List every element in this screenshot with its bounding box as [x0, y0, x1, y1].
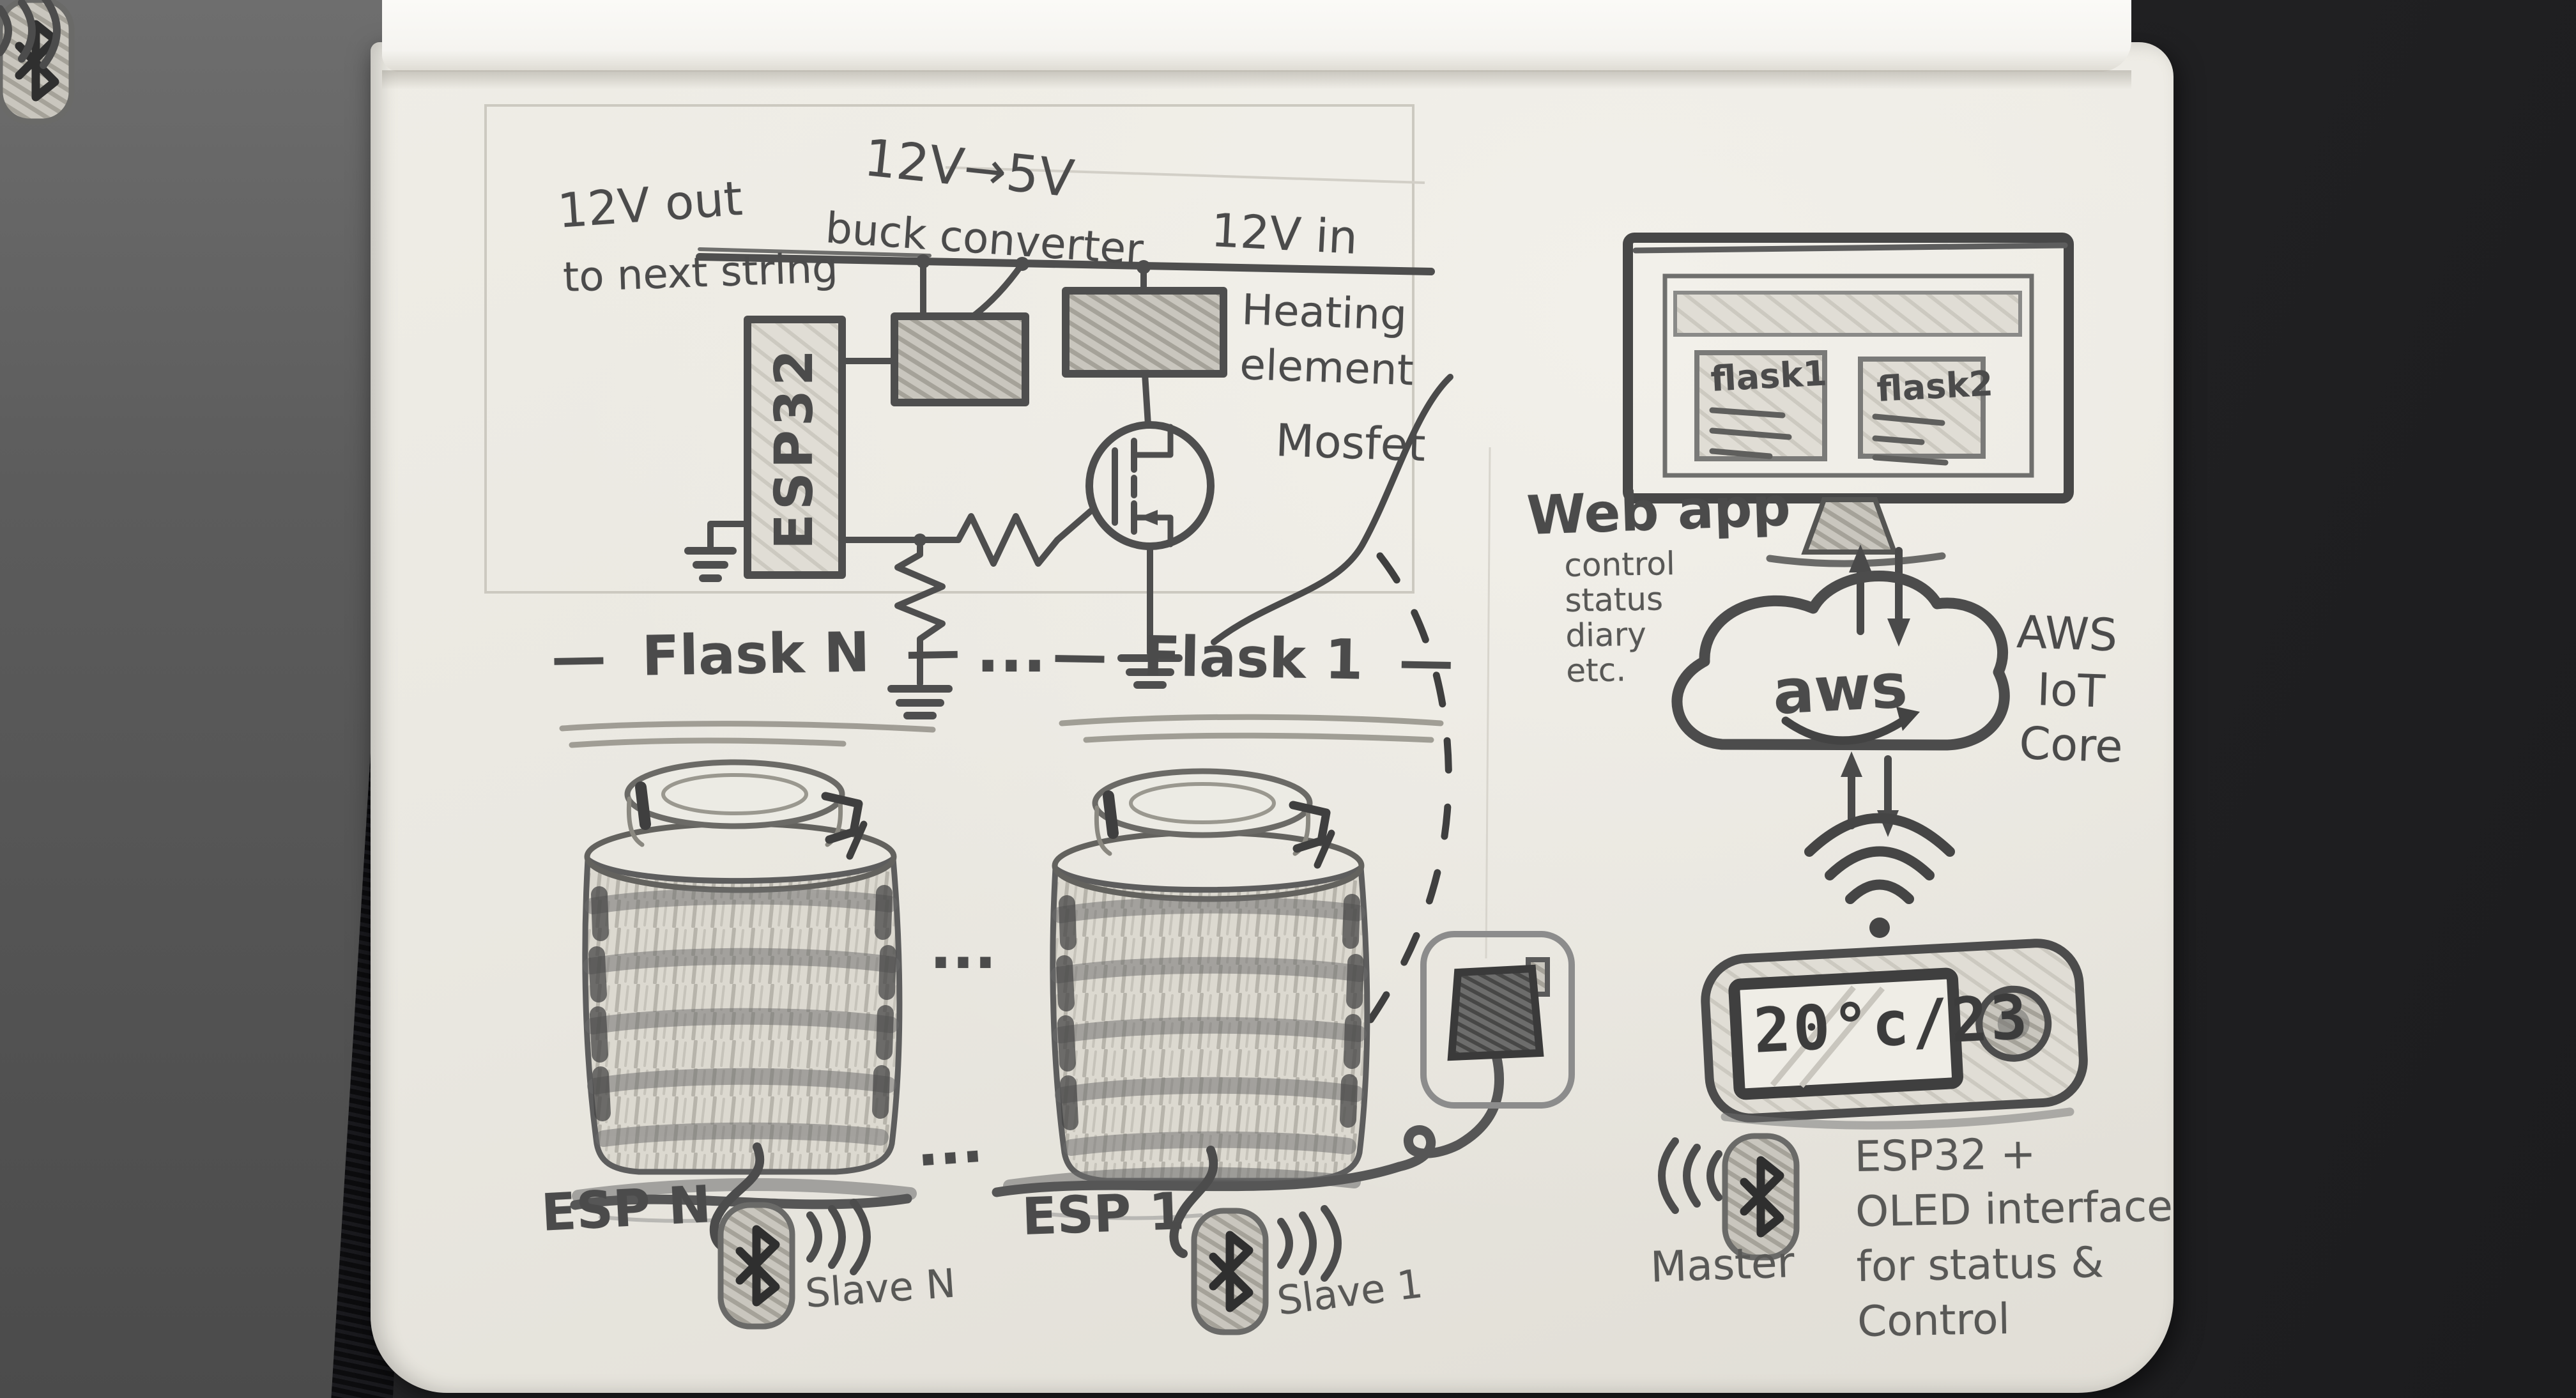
esp-n-pigtail — [709, 1142, 765, 1252]
flask1-card — [1694, 350, 1827, 461]
browser-bar — [1673, 291, 2022, 337]
flask-drawing — [582, 759, 903, 1175]
lid-clamp — [635, 781, 651, 830]
flask-lid — [624, 759, 845, 829]
buck-converter-box — [891, 312, 1029, 406]
wall-socket-drawing — [1420, 931, 1575, 1109]
esp32-box — [744, 316, 846, 579]
faint-sketch-frame — [484, 104, 1414, 594]
plug-cable — [1394, 1050, 1504, 1172]
esp-1-pigtail — [1169, 1146, 1218, 1258]
aws-cloud-icon — [1671, 570, 2010, 751]
ground-symbol — [1117, 654, 1183, 689]
thermostat-drawing — [1701, 939, 2088, 1123]
dots-between-flasks: ... — [930, 914, 997, 982]
dots-between-labels: ... — [976, 615, 1046, 686]
pointer-squiggle — [1211, 374, 1453, 645]
ground-symbol — [887, 685, 953, 719]
lid-clamp — [821, 792, 863, 844]
paper-crease — [1485, 447, 1491, 959]
12v-rail — [696, 253, 1435, 275]
ground-symbol — [684, 547, 737, 582]
curled-previous-page — [382, 0, 2131, 72]
power-plug — [1447, 964, 1544, 1061]
gate-resistor — [955, 508, 1094, 567]
monitor-stand — [1801, 497, 1898, 555]
monitor-drawing — [1623, 233, 2074, 567]
circuit-drawing — [684, 247, 1435, 719]
flask2-card — [1858, 357, 1986, 459]
cable-drawing — [570, 1050, 1504, 1258]
pulldown-resistor — [894, 543, 946, 687]
signal-waves-icon — [0, 0, 61, 69]
dashed-connection — [1290, 552, 1452, 1119]
wifi-icon — [1804, 813, 1955, 938]
faint-guide-line — [945, 166, 1425, 184]
aws-smile-arrow — [1781, 714, 1912, 745]
page-fold-shadow — [382, 70, 2131, 89]
